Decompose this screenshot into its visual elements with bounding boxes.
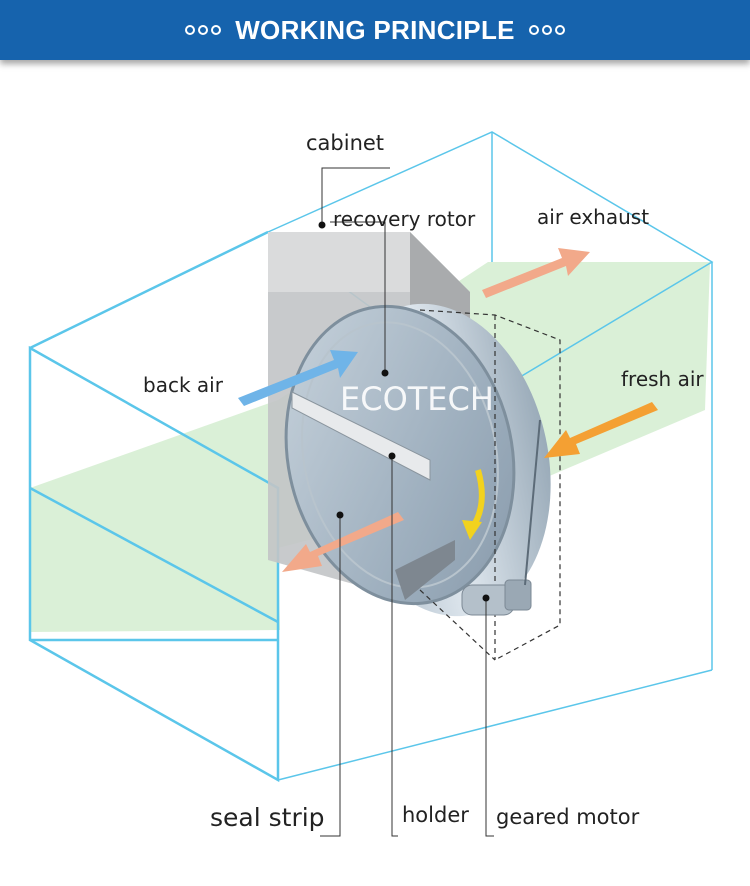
label-air-exhaust: air exhaust <box>537 205 649 229</box>
rotor-frame-dashed <box>419 309 561 661</box>
circle-icon <box>541 25 552 35</box>
left-duct-outline <box>28 230 280 783</box>
label-geared-motor: geared motor <box>496 805 640 829</box>
label-holder: holder <box>402 803 469 827</box>
anchor-dots <box>318 221 490 602</box>
decor-dots-right <box>528 25 565 35</box>
leader-lines <box>320 167 494 837</box>
label-recovery-rotor: recovery rotor <box>333 207 476 231</box>
exhaust-outlet-arrow <box>282 512 404 572</box>
fresh-air-arrow <box>544 402 658 458</box>
circle-icon <box>211 25 222 35</box>
label-fresh-air: fresh air <box>621 367 704 391</box>
label-seal-strip: seal strip <box>210 803 325 832</box>
circle-icon <box>528 25 539 35</box>
rotation-arrowhead <box>462 520 482 540</box>
heat-recovery-diagram: cabinet recovery rotor air exhaust back … <box>28 131 714 837</box>
watermark-text: ECOTECH <box>340 380 494 418</box>
seal-strip-bar <box>395 540 455 600</box>
circle-icon <box>185 25 196 35</box>
label-cabinet: cabinet <box>306 131 384 155</box>
holder-bar <box>291 391 431 481</box>
air-exhaust-arrow <box>482 248 590 298</box>
circle-icon <box>554 25 565 35</box>
circle-icon <box>198 25 209 35</box>
header-banner: WORKING PRINCIPLE <box>0 0 750 60</box>
page-title: WORKING PRINCIPLE <box>235 14 515 45</box>
decor-dots-left <box>185 25 222 35</box>
label-back-air: back air <box>143 373 224 397</box>
back-air-arrow <box>238 350 358 406</box>
